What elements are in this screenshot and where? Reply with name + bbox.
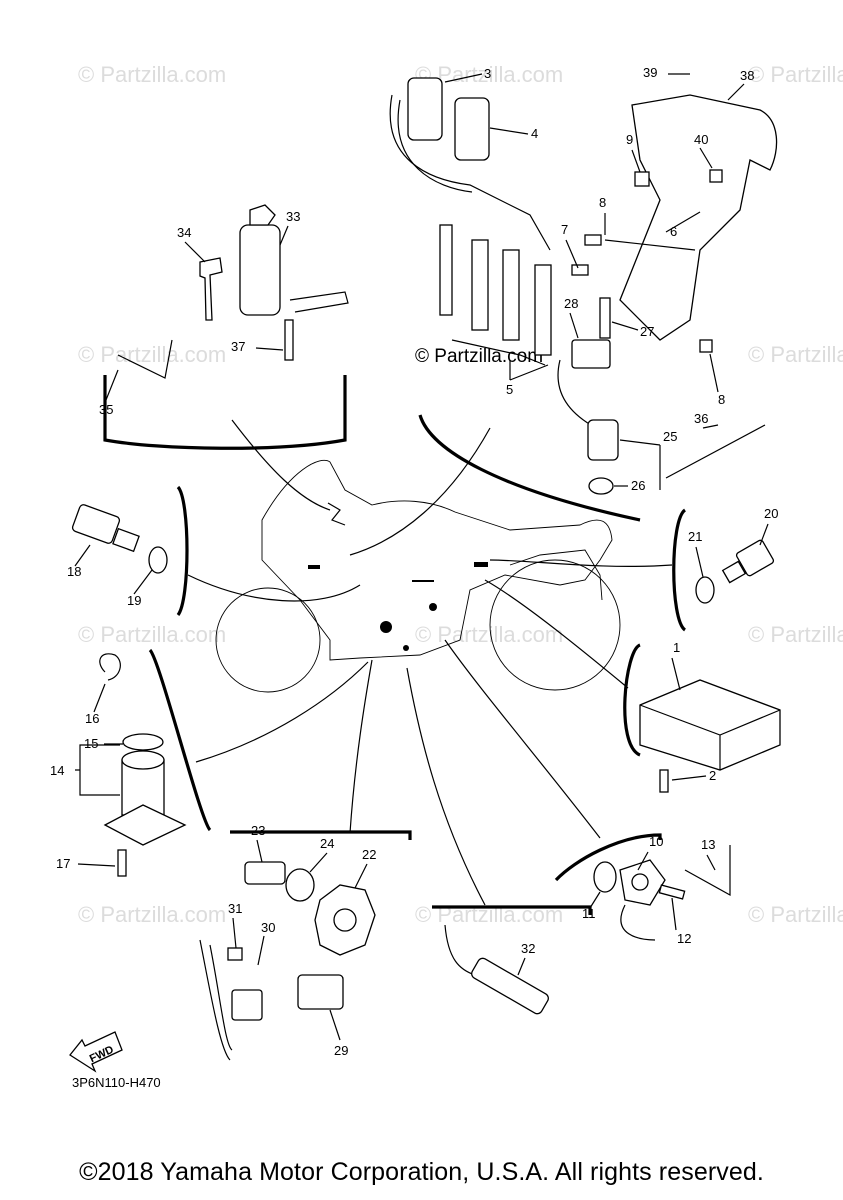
callout-36: 36 xyxy=(694,411,708,426)
location-markers xyxy=(308,502,488,651)
callout-39: 39 xyxy=(643,65,657,80)
callout-25: 25 xyxy=(663,429,677,444)
figure-code: 3P6N110-H470 xyxy=(72,1075,161,1090)
callout-2: 2 xyxy=(709,768,716,783)
callout-16: 16 xyxy=(85,711,99,726)
copyright-notice: ©2018 Yamaha Motor Corporation, U.S.A. A… xyxy=(79,1158,764,1186)
watermark: © Partzilla.com xyxy=(748,62,843,87)
callout-38: 38 xyxy=(740,68,754,83)
watermark: © Partzilla.com xyxy=(748,902,843,927)
motorcycle-silhouette xyxy=(215,459,621,693)
fwd-arrow-icon: FWD xyxy=(69,1031,123,1073)
leader-lines xyxy=(187,419,673,906)
callout-19: 19 xyxy=(127,593,141,608)
watermark: © Partzilla.com xyxy=(78,62,226,87)
callout-6: 6 xyxy=(670,224,677,239)
callout-37: 37 xyxy=(231,339,245,354)
bracket-group xyxy=(557,94,778,495)
sensor-20-group xyxy=(695,539,775,604)
watermark-center: © Partzilla.com xyxy=(415,346,543,367)
ignition-coil-group xyxy=(389,77,552,366)
callout-11: 11 xyxy=(582,906,596,921)
ignition-coil-3 xyxy=(407,77,443,141)
callout-40: 40 xyxy=(694,132,708,147)
callout-22: 22 xyxy=(362,847,376,862)
callout-29: 29 xyxy=(334,1043,348,1058)
ecu-group xyxy=(639,679,781,793)
watermark: © Partzilla.com xyxy=(748,342,843,367)
callout-labels: 1 2 3 4 5 6 7 8 8 9 10 11 12 13 14 15 16… xyxy=(50,65,778,1058)
callout-14: 14 xyxy=(50,763,64,778)
watermark-layer: © Partzilla.com © Partzilla.com © Partzi… xyxy=(78,62,843,927)
watermark: © Partzilla.com xyxy=(415,622,563,647)
callout-32: 32 xyxy=(521,941,535,956)
callout-8: 8 xyxy=(599,195,606,210)
callout-10: 10 xyxy=(649,834,663,849)
callout-12: 12 xyxy=(677,931,691,946)
callout-33: 33 xyxy=(286,209,300,224)
callout-28: 28 xyxy=(564,296,578,311)
callout-35: 35 xyxy=(99,402,113,417)
sensor-18-group xyxy=(71,504,168,574)
callout-27: 27 xyxy=(640,324,654,339)
callout-24: 24 xyxy=(320,836,334,851)
watermark: © Partzilla.com xyxy=(78,342,226,367)
callout-31: 31 xyxy=(228,901,242,916)
sensor-10-group xyxy=(593,845,731,941)
callout-1: 1 xyxy=(673,640,680,655)
callout-26: 26 xyxy=(631,478,645,493)
callout-18: 18 xyxy=(67,564,81,579)
callout-5: 5 xyxy=(506,382,513,397)
callout-7: 7 xyxy=(561,222,568,237)
actuator-group xyxy=(99,653,187,877)
callout-3: 3 xyxy=(484,66,491,81)
callout-4: 4 xyxy=(531,126,538,141)
callout-13: 13 xyxy=(701,837,715,852)
watermark: © Partzilla.com xyxy=(748,622,843,647)
callout-17: 17 xyxy=(56,856,70,871)
callout-21: 21 xyxy=(688,529,702,544)
callout-23: 23 xyxy=(251,823,265,838)
watermark: © Partzilla.com xyxy=(78,902,226,927)
callout-8b: 8 xyxy=(718,392,725,407)
callout-9: 9 xyxy=(626,132,633,147)
callout-20: 20 xyxy=(764,506,778,521)
speed-sensor-group xyxy=(199,861,376,1061)
callout-15: 15 xyxy=(84,736,98,751)
watermark: © Partzilla.com xyxy=(78,622,226,647)
callout-30: 30 xyxy=(261,920,275,935)
callout-leaders xyxy=(74,73,769,1041)
callout-34: 34 xyxy=(177,225,191,240)
ignition-coil-4 xyxy=(454,97,490,161)
main-switch-group xyxy=(117,204,349,379)
o2-sensor-group xyxy=(444,924,549,1015)
